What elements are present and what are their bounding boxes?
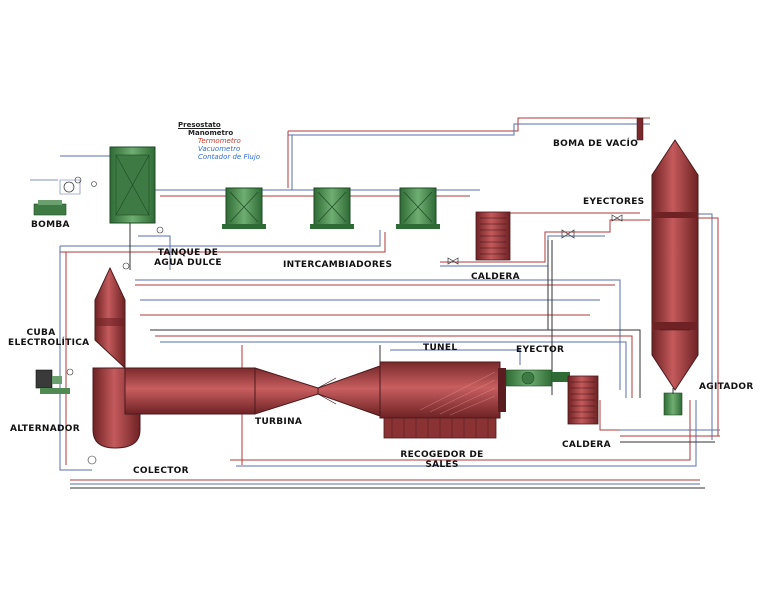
label-intercambiadores: INTERCAMBIADORES: [283, 260, 393, 270]
label-boma-vacio: BOMA DE VACÍO: [553, 139, 639, 149]
exchanger-3: [396, 187, 440, 229]
label-recogedor-line1: RECOGEDOR DE: [400, 450, 484, 460]
label-tanque-line1: TANQUE DE: [157, 248, 219, 258]
heat-exchangers: [222, 187, 440, 229]
boiler-bottom: [567, 375, 599, 425]
label-recogedor-line2: SALES: [425, 460, 459, 470]
label-alternador: ALTERNADOR: [10, 424, 80, 434]
ejector-bottom: [505, 369, 570, 387]
label-cuba-line2: ELECTROLÍTICA: [8, 338, 90, 348]
label-tanque: TANQUE DE AGUA DULCE: [148, 248, 228, 268]
label-agitador: AGITADOR: [699, 382, 754, 392]
legend-vacuometro: Vacuometro: [198, 145, 241, 153]
instrument-legend: Presostato Manometro Termometro Vacuomet…: [178, 121, 260, 161]
solar-chimney-assembly: [92, 266, 506, 449]
label-caldera-top: CALDERA: [471, 272, 520, 282]
label-colector: COLECTOR: [133, 466, 189, 476]
legend-presostato: Presostato: [178, 121, 221, 129]
label-eyector: EYECTOR: [516, 345, 565, 355]
label-recogedor: RECOGEDOR DE SALES: [394, 450, 490, 470]
exchanger-1: [222, 187, 266, 229]
agitator-column: [651, 139, 699, 416]
label-caldera-bottom: CALDERA: [562, 440, 611, 450]
label-eyectores: EYECTORES: [583, 197, 645, 207]
instruments: [66, 176, 164, 465]
label-cuba-line1: CUBA: [26, 328, 56, 338]
pump-bomba: [30, 179, 97, 216]
label-cuba: CUBA ELECTROLÍTICA: [8, 328, 90, 348]
ejector-valves: [447, 214, 623, 265]
alternator: [35, 369, 70, 394]
label-bomba: BOMBA: [31, 220, 70, 230]
legend-termometro: Termometro: [198, 137, 241, 145]
exchanger-2: [310, 187, 354, 229]
label-turbina: TURBINA: [255, 417, 303, 427]
boiler-top: [475, 211, 511, 261]
label-tunel: TUNEL: [423, 343, 458, 353]
label-tanque-line2: AGUA DULCE: [154, 258, 222, 268]
fresh-water-tank: [109, 146, 156, 224]
vacuum-pump: [636, 117, 644, 141]
legend-manometro: Manometro: [188, 129, 234, 137]
legend-contador: Contador de Flujo: [198, 153, 261, 161]
